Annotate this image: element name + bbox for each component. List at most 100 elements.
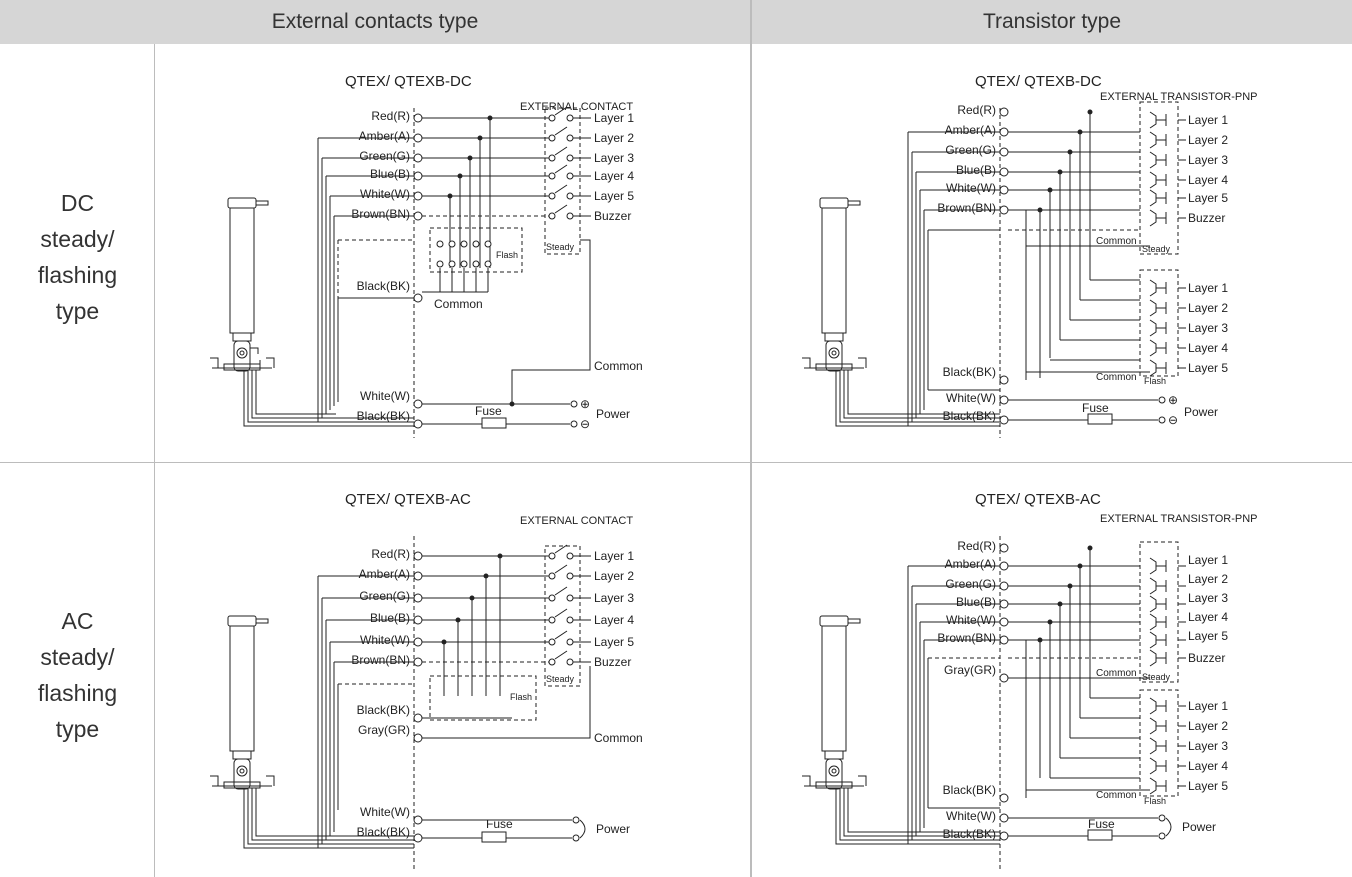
common-label: Common bbox=[1096, 790, 1137, 801]
wire-label: Brown(BN) bbox=[351, 207, 410, 221]
common-label: Common bbox=[1096, 372, 1137, 383]
fuse-label: Fuse bbox=[486, 817, 513, 831]
grid-divider-middle bbox=[750, 0, 752, 877]
steady-label: Steady bbox=[546, 242, 575, 252]
wire-label: White(W) bbox=[360, 187, 410, 201]
output-label: Layer 4 bbox=[1188, 759, 1228, 773]
output-label: Layer 1 bbox=[594, 111, 634, 125]
row-label-ac: AC steady/ flashing type bbox=[0, 603, 155, 747]
row-label-ac-line: flashing bbox=[37, 680, 118, 706]
wiring-diagram-dc-external: QTEX/ QTEXB-DC EXTERNAL CONTACT Red(R) A… bbox=[210, 73, 643, 438]
row-label-dc-line: type bbox=[55, 298, 100, 324]
flash-label: Flash bbox=[1144, 796, 1166, 806]
output-label: Layer 5 bbox=[1188, 191, 1228, 205]
output-label: Layer 2 bbox=[1188, 719, 1228, 733]
signal-tower-icon bbox=[802, 197, 867, 372]
row-label-ac-line: type bbox=[55, 716, 100, 742]
output-label: Layer 3 bbox=[1188, 321, 1228, 335]
power-wire-label: Black(BK) bbox=[357, 409, 410, 423]
output-label: Layer 5 bbox=[594, 635, 634, 649]
row-label-dc-line: flashing bbox=[37, 262, 118, 288]
output-label: Layer 1 bbox=[594, 549, 634, 563]
common-label: Common bbox=[1096, 668, 1137, 679]
output-label: Layer 5 bbox=[1188, 629, 1228, 643]
output-label: Layer 4 bbox=[1188, 173, 1228, 187]
power-wire-label: White(W) bbox=[946, 809, 996, 823]
wire-label: Green(G) bbox=[359, 589, 410, 603]
signal-tower-icon bbox=[802, 615, 867, 790]
wire-label: Red(R) bbox=[371, 547, 410, 561]
wire-label: Amber(A) bbox=[359, 129, 410, 143]
wire-label: Brown(BN) bbox=[351, 653, 410, 667]
flash-label: Flash bbox=[496, 250, 518, 260]
common-wire-label: Black(BK) bbox=[357, 279, 410, 293]
header-external-contacts: External contacts type bbox=[0, 0, 750, 44]
wiring-diagram-dc-transistor: QTEX/ QTEXB-DC EXTERNAL TRANSISTOR-PNP R… bbox=[802, 73, 1258, 438]
steady-label: Steady bbox=[1142, 672, 1171, 682]
flash-label: Flash bbox=[1144, 376, 1166, 386]
wiring-diagram-ac-external: QTEX/ QTEXB-AC EXTERNAL CONTACT Red(R) A… bbox=[210, 491, 643, 871]
power-minus-label: ⊖ bbox=[1168, 413, 1178, 427]
wire-label: Gray(GR) bbox=[944, 663, 996, 677]
row-label-dc: DC steady/ flashing type bbox=[0, 185, 155, 329]
grid-divider-row bbox=[0, 462, 1352, 463]
common-label: Common bbox=[594, 359, 643, 373]
output-label: Layer 1 bbox=[1188, 699, 1228, 713]
wire-label: Blue(B) bbox=[956, 163, 996, 177]
steady-label: Steady bbox=[546, 674, 575, 684]
wire-label: Amber(A) bbox=[945, 557, 996, 571]
output-label: Layer 1 bbox=[1188, 553, 1228, 567]
output-label: Layer 4 bbox=[594, 169, 634, 183]
wire-label: Amber(A) bbox=[945, 123, 996, 137]
wire-label: Red(R) bbox=[957, 539, 996, 553]
power-plus-label: ⊕ bbox=[1168, 393, 1178, 407]
power-minus-label: ⊖ bbox=[580, 417, 590, 431]
power-wire-label: White(W) bbox=[360, 805, 410, 819]
wire-label: Blue(B) bbox=[956, 595, 996, 609]
output-label: Layer 5 bbox=[594, 189, 634, 203]
wire-label: Red(R) bbox=[957, 103, 996, 117]
gray-wire-label: Gray(GR) bbox=[358, 723, 410, 737]
output-label: Layer 5 bbox=[1188, 779, 1228, 793]
wire-label: White(W) bbox=[946, 181, 996, 195]
output-label: Layer 1 bbox=[1188, 113, 1228, 127]
steady-label: Steady bbox=[1142, 244, 1171, 254]
wire-label: Green(G) bbox=[945, 143, 996, 157]
diagram-kind-label: EXTERNAL TRANSISTOR-PNP bbox=[1100, 91, 1258, 103]
signal-tower-icon bbox=[210, 197, 275, 372]
signal-tower-icon bbox=[210, 615, 275, 790]
diagram-model-label: QTEX/ QTEXB-AC bbox=[975, 491, 1101, 508]
diagram-model-label: QTEX/ QTEXB-DC bbox=[345, 73, 472, 90]
row-label-dc-line: steady/ bbox=[40, 226, 115, 252]
wire-label: Blue(B) bbox=[370, 167, 410, 181]
grid-divider-left bbox=[154, 44, 155, 877]
fuse-label: Fuse bbox=[1088, 817, 1115, 831]
output-label: Layer 4 bbox=[1188, 610, 1228, 624]
flash-label: Flash bbox=[510, 692, 532, 702]
common-label: Common bbox=[1096, 236, 1137, 247]
output-label: Layer 2 bbox=[594, 569, 634, 583]
power-wire-label: Black(BK) bbox=[943, 827, 996, 841]
output-label: Buzzer bbox=[594, 209, 631, 223]
output-label: Layer 3 bbox=[594, 591, 634, 605]
output-label: Layer 2 bbox=[1188, 301, 1228, 315]
wire-label: White(W) bbox=[360, 633, 410, 647]
fuse-label: Fuse bbox=[475, 404, 502, 418]
power-wire-label: Black(BK) bbox=[943, 409, 996, 423]
power-plus-label: ⊕ bbox=[580, 397, 590, 411]
output-label: Buzzer bbox=[594, 655, 631, 669]
output-label: Layer 2 bbox=[1188, 572, 1228, 586]
output-label: Layer 3 bbox=[594, 151, 634, 165]
output-label: Layer 3 bbox=[1188, 739, 1228, 753]
wire-label: Green(G) bbox=[359, 149, 410, 163]
row-label-ac-line: AC bbox=[61, 608, 94, 634]
output-label: Layer 2 bbox=[594, 131, 634, 145]
common-wire-label: Black(BK) bbox=[943, 365, 996, 379]
wire-label: Brown(BN) bbox=[937, 201, 996, 215]
diagram-kind-label: EXTERNAL CONTACT bbox=[520, 515, 633, 527]
fuse-label: Fuse bbox=[1082, 401, 1109, 415]
output-label: Layer 1 bbox=[1188, 281, 1228, 295]
common-wire-label: Black(BK) bbox=[943, 783, 996, 797]
wiring-diagram-ac-transistor: QTEX/ QTEXB-AC EXTERNAL TRANSISTOR-PNP R… bbox=[802, 491, 1258, 871]
power-wire-label: White(W) bbox=[360, 389, 410, 403]
